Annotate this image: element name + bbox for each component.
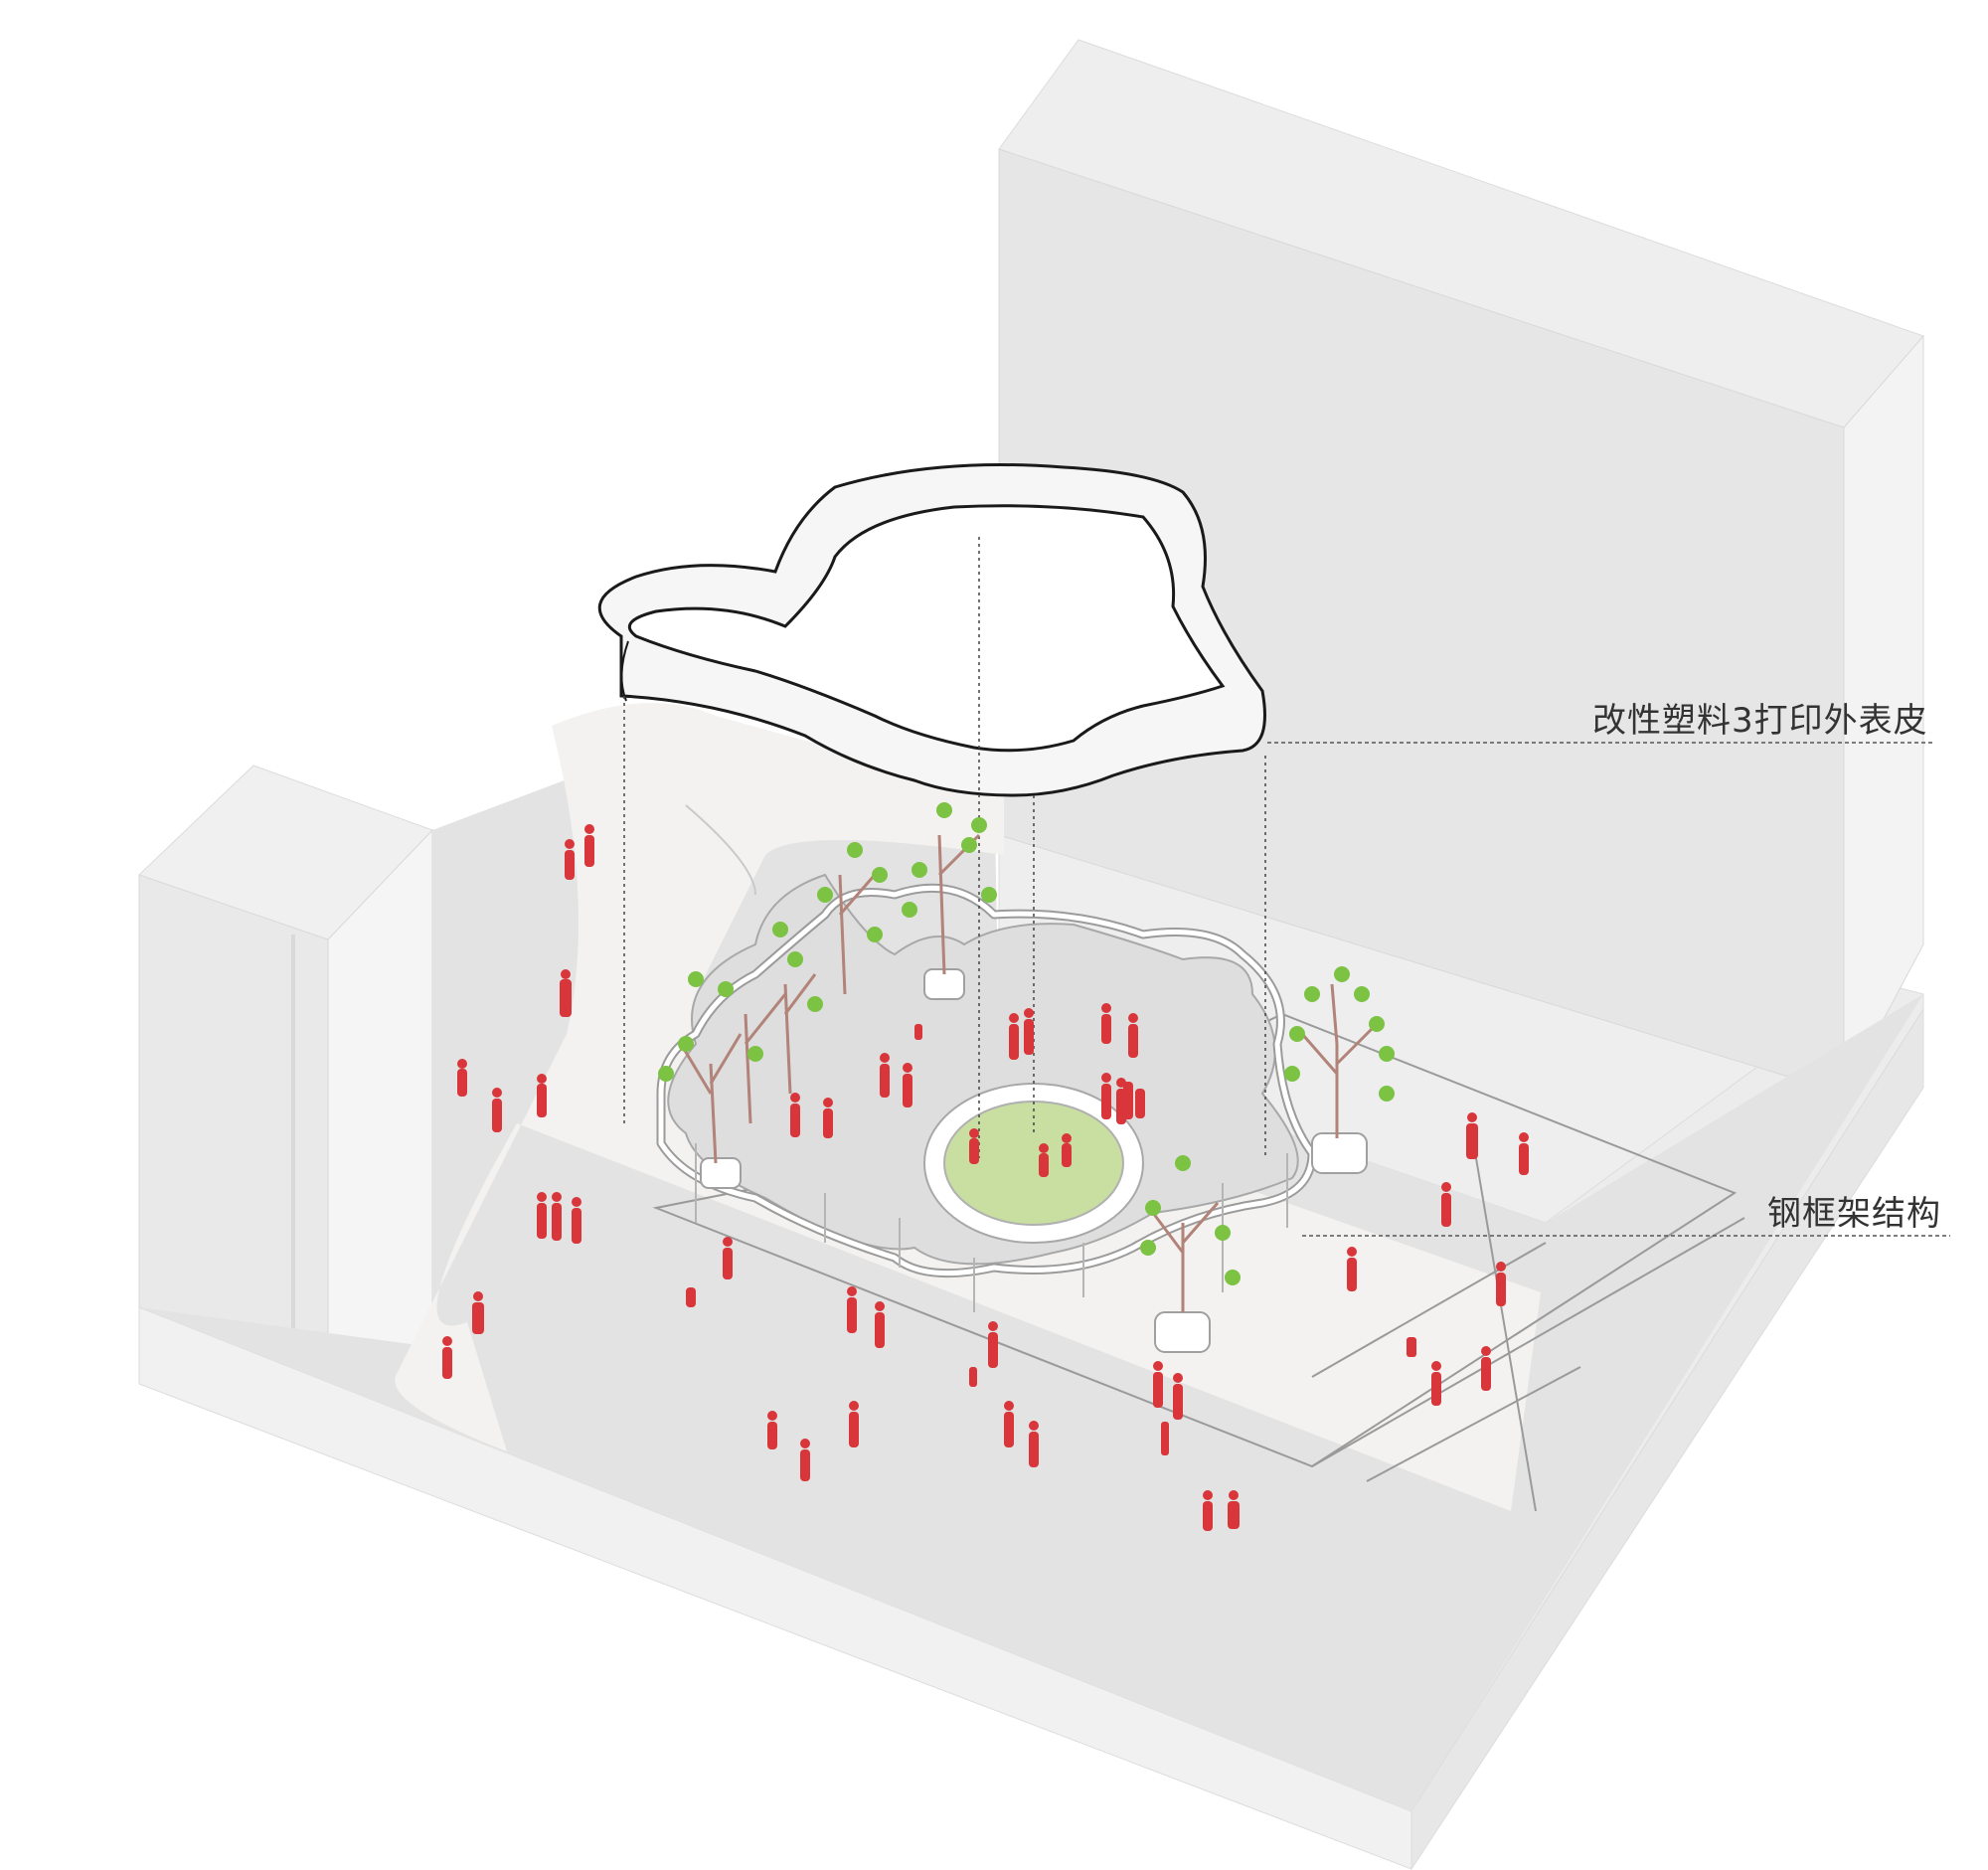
people-figures: [442, 835, 1529, 1531]
projection-lines: [623, 537, 1266, 1158]
annotation-skin: 改性塑料3打印外表皮: [1592, 701, 1928, 741]
people-heads: [442, 824, 1529, 1500]
trees: [658, 802, 1395, 1312]
annotation-frame: 钢框架结构: [1767, 1194, 1941, 1234]
tree: [679, 833, 1379, 1312]
skin-ring: [597, 463, 1266, 797]
leader-lines: [1267, 742, 1950, 1237]
central-lawn: [923, 1083, 1144, 1244]
building-right: [998, 39, 1924, 1224]
tree-planters: [700, 968, 1368, 1353]
building-left: [138, 765, 433, 1368]
